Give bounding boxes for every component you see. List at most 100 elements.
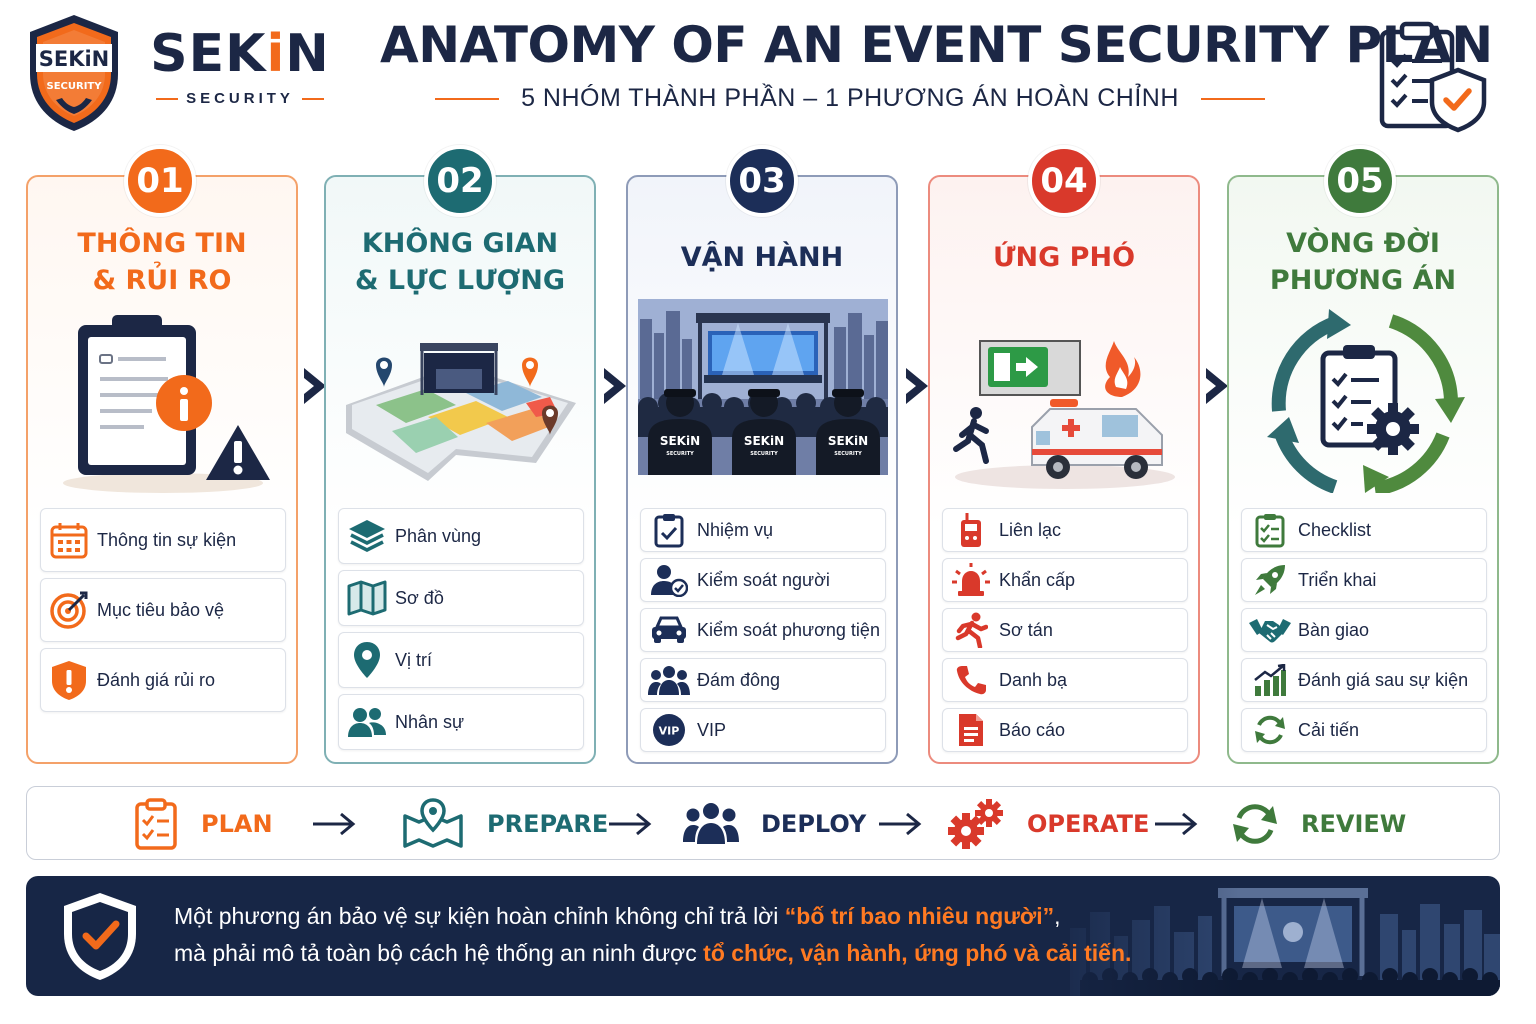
column-05-title-line2: PHƯƠNG ÁN <box>1269 265 1457 296</box>
running-person-icon <box>943 612 999 648</box>
column-05-title: VÒNG ĐỜI PHƯƠNG ÁN <box>1229 225 1497 299</box>
item-label: Nhân sự <box>395 711 465 732</box>
item-label: Liên lạc <box>999 519 1062 540</box>
item-label: Cải tiến <box>1298 719 1360 740</box>
column-05-lifecycle: VÒNG ĐỜI PHƯƠNG ÁN <box>1227 175 1499 764</box>
bar-chart-icon <box>1242 664 1298 696</box>
item-label: Sơ tán <box>999 619 1053 640</box>
flow-arrow-icon <box>1155 812 1198 836</box>
user-check-icon <box>641 563 697 597</box>
clipboard-info-illustration <box>63 315 270 493</box>
brand-wordmark: SEKiN SECURITY <box>148 26 332 107</box>
prepare-map-icon <box>403 798 463 848</box>
column-04-title-line1: ỨNG PHÓ <box>992 242 1136 273</box>
lifecycle-cycle-illustration <box>1267 309 1465 493</box>
column-01-title: THÔNG TIN & RỦI RO <box>28 225 296 299</box>
item-label: Phân vùng <box>395 525 482 546</box>
step-number-05: 05 <box>1324 145 1396 217</box>
guard-sub: SECURITY <box>834 451 862 457</box>
people-icon <box>339 705 395 739</box>
list-item: Nhân sự <box>338 694 584 750</box>
list-item: Liên lạc <box>942 508 1188 552</box>
city-stage-silhouette <box>1030 876 1500 996</box>
list-item: Cải tiến <box>1241 708 1487 752</box>
operate-gears-icon <box>948 799 1003 849</box>
warning-shield-icon <box>41 659 97 701</box>
item-label: VIP <box>697 719 727 740</box>
rocket-icon <box>1242 563 1298 597</box>
plan-checklist-icon <box>135 798 177 850</box>
flow-arrow-icon <box>879 812 922 836</box>
step-arrow-icon <box>1206 368 1228 404</box>
summary-line1-end: , <box>1054 903 1061 929</box>
review-cycle-icon <box>1233 804 1277 844</box>
list-item: Báo cáo <box>942 708 1188 752</box>
item-label: Kiểm soát người <box>697 569 830 590</box>
guard-label: SEKiN <box>828 434 868 448</box>
summary-line-1: Một phương án bảo vệ sự kiện hoàn chỉnh … <box>174 898 1154 935</box>
column-05-title-line1: VÒNG ĐỜI <box>1286 228 1440 259</box>
item-label: Triển khai <box>1298 569 1377 590</box>
brand-sub-row: SECURITY <box>148 90 332 107</box>
item-label: Bàn giao <box>1298 619 1370 640</box>
step-number-01: 01 <box>124 145 196 217</box>
item-label: Sơ đồ <box>395 587 444 608</box>
item-label: Danh bạ <box>999 669 1068 690</box>
flow-label: PLAN <box>201 810 273 838</box>
column-04-response: ỨNG PHÓ Liên lạc <box>928 175 1200 764</box>
guard-label: SEKiN <box>660 434 700 448</box>
brand-name-part1: SEK <box>150 24 267 84</box>
document-icon <box>943 712 999 748</box>
venue-map-illustration <box>346 343 576 481</box>
item-label: Đánh giá sau sự kiện <box>1298 669 1469 690</box>
brand-sub: SECURITY <box>186 90 294 107</box>
column-04-title: ỨNG PHÓ <box>930 239 1198 276</box>
vip-badge-icon: VIP <box>641 713 697 747</box>
list-item: Triển khai <box>1241 558 1487 602</box>
step-number-02: 02 <box>424 145 496 217</box>
flow-label: OPERATE <box>1027 810 1150 838</box>
step-number-03: 03 <box>726 145 798 217</box>
brand-name-accent: i <box>266 24 286 84</box>
column-01-title-line2: & RỦI RO <box>92 265 232 296</box>
item-label: Đánh giá rủi ro <box>97 669 216 690</box>
summary-line1-text: Một phương án bảo vệ sự kiện hoàn chỉnh … <box>174 903 785 929</box>
list-item: Khẩn cấp <box>942 558 1188 602</box>
brand-name: SEKiN <box>148 26 332 82</box>
list-item: Phân vùng <box>338 508 584 564</box>
process-flow-bar: PLAN PREPARE DEPLOY OPERATE <box>26 786 1500 860</box>
checklist-shield-icon <box>1379 21 1487 133</box>
item-label: Khẩn cấp <box>999 569 1076 590</box>
guard-sub: SECURITY <box>666 451 694 457</box>
flow-step-plan: PLAN <box>133 787 273 861</box>
summary-line2-text: mà phải mô tả toàn bộ cách hệ thống an n… <box>174 940 704 966</box>
column-02-title: KHÔNG GIAN & LỰC LƯỢNG <box>326 225 594 299</box>
shield-check-icon <box>64 893 136 980</box>
step-arrow-icon <box>604 368 626 404</box>
brand-name-part2: N <box>285 24 330 84</box>
list-item: Kiểm soát người <box>640 558 886 602</box>
list-item: Đánh giá sau sự kiện <box>1241 658 1487 702</box>
list-item: Sơ đồ <box>338 570 584 626</box>
checklist-icon <box>1242 512 1298 548</box>
item-label: Kiểm soát phương tiện <box>697 619 880 640</box>
map-icon <box>339 580 395 616</box>
column-03-title-line1: VẬN HÀNH <box>680 242 844 273</box>
radio-icon <box>943 512 999 548</box>
siren-icon <box>943 563 999 597</box>
vip-badge-text: VIP <box>659 725 680 738</box>
column-01-info-risk: THÔNG TIN & RỦI RO Thông tin sự kiện <box>26 175 298 764</box>
deploy-team-icon <box>683 803 739 844</box>
flow-step-prepare: PREPARE <box>401 787 608 861</box>
car-icon <box>641 615 697 645</box>
list-item: Vị trí <box>338 632 584 688</box>
brand-shield-logo: SEKiN SECURITY <box>30 15 118 131</box>
step-arrow-icon <box>906 368 928 404</box>
column-02-title-line1: KHÔNG GIAN <box>361 228 559 259</box>
shield-logo-sub: SECURITY <box>47 81 103 92</box>
item-label: Mục tiêu bảo vệ <box>97 599 225 620</box>
column-02-title-line2: & LỰC LƯỢNG <box>354 265 566 296</box>
clipboard-check-icon <box>641 512 697 548</box>
item-label: Vị trí <box>395 649 433 670</box>
list-item: Bàn giao <box>1241 608 1487 652</box>
